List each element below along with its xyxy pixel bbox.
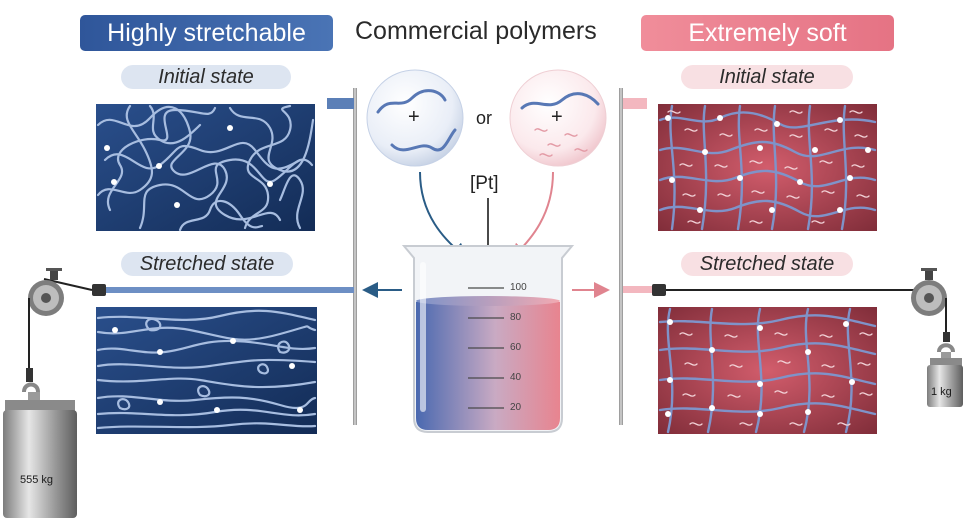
beaker-scale-40: 40 xyxy=(510,372,522,383)
right-initial-network xyxy=(658,104,877,231)
right-stretched-state-label: Stretched state xyxy=(681,252,853,276)
left-weight-label: 555 kg xyxy=(20,474,54,486)
commercial-polymers-title: Commercial polymers xyxy=(355,17,597,45)
right-weight-label: 1 kg xyxy=(931,386,952,398)
blue-arrow-to-beaker xyxy=(419,171,469,260)
left-pole xyxy=(353,88,357,425)
beaker xyxy=(401,245,575,433)
pink-arrow-to-beaker xyxy=(510,171,554,260)
blue-polymer-bubble xyxy=(366,69,464,167)
or-label: or xyxy=(476,108,493,128)
beaker-scale-80: 80 xyxy=(510,312,522,323)
extremely-soft-header: Extremely soft xyxy=(641,15,894,51)
left-initial-state-label: Initial state xyxy=(121,65,291,89)
right-pulley-system xyxy=(623,268,963,407)
right-top-clamp xyxy=(623,98,647,109)
left-top-clamp xyxy=(327,98,354,109)
left-initial-network xyxy=(96,104,315,232)
right-initial-state-label: Initial state xyxy=(681,65,853,89)
right-pole xyxy=(619,88,623,425)
left-pulley-system xyxy=(3,268,354,518)
beaker-scale-20: 20 xyxy=(510,402,522,413)
plus-symbol-left: + xyxy=(408,106,420,128)
catalyst-label: [Pt] xyxy=(470,173,499,194)
pink-polymer-bubble xyxy=(509,69,607,167)
left-stretched-network xyxy=(96,307,317,434)
beaker-scale-100: 100 xyxy=(510,282,527,293)
plus-symbol-right: + xyxy=(551,106,563,128)
right-stretched-network xyxy=(658,307,877,434)
beaker-scale-60: 60 xyxy=(510,342,522,353)
highly-stretchable-header: Highly stretchable xyxy=(80,15,333,51)
left-stretched-state-label: Stretched state xyxy=(121,252,293,276)
